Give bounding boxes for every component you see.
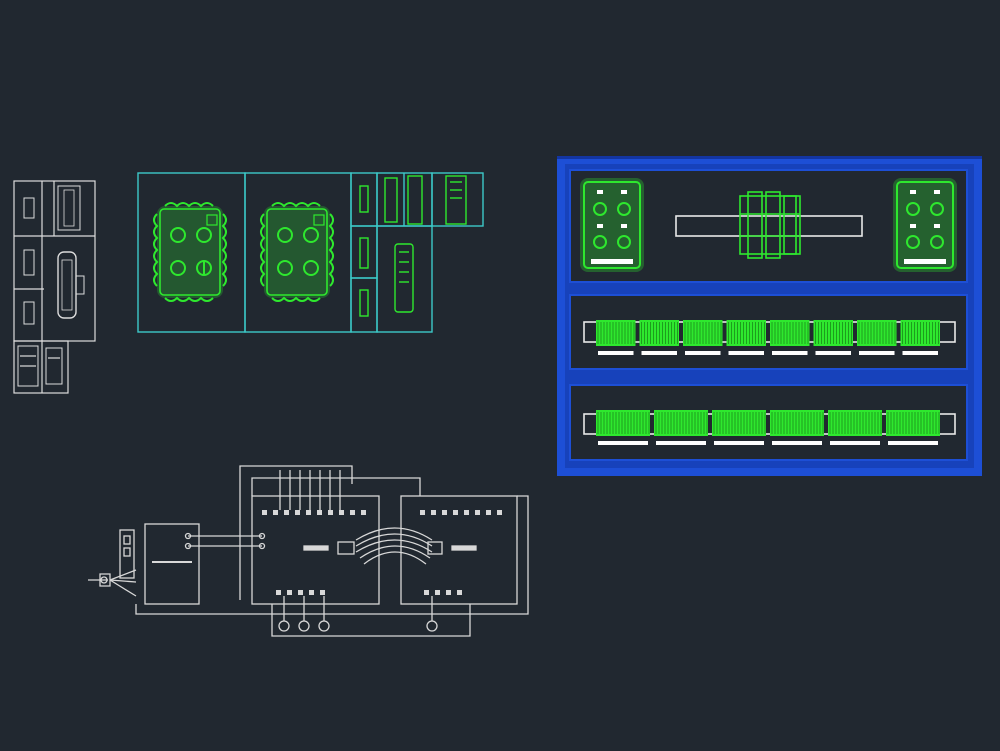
terminal-block-row-1 <box>596 320 940 355</box>
schematic-controller-a <box>251 495 380 605</box>
schematic-terminal <box>317 510 322 515</box>
schematic-terminal <box>475 510 480 515</box>
schematic-terminal <box>420 510 425 515</box>
schematic-terminal <box>309 590 314 595</box>
schematic-terminal <box>446 590 451 595</box>
schematic-terminal <box>486 510 491 515</box>
terminal-label-strip <box>728 351 764 355</box>
terminal-label-strip <box>685 351 721 355</box>
schematic-terminal <box>273 510 278 515</box>
schematic-terminal <box>457 590 462 595</box>
terminal-label-strip <box>772 441 822 445</box>
wiring-schematic-group <box>88 465 529 637</box>
terminal-label-strip <box>598 441 648 445</box>
schematic-terminal <box>287 590 292 595</box>
schematic-terminal <box>442 510 447 515</box>
terminal-label-strip <box>598 351 634 355</box>
terminal-block <box>770 410 824 436</box>
side-view-lower-frame <box>13 340 69 394</box>
panel-enclosure-right <box>893 178 957 272</box>
schematic-terminal <box>431 510 436 515</box>
schematic-terminal <box>464 510 469 515</box>
schematic-terminal <box>350 510 355 515</box>
terminal-block-row-2 <box>596 410 940 445</box>
enclosure-right <box>260 202 334 302</box>
terminal-label-strip <box>772 351 808 355</box>
din-rail-bottom <box>583 413 956 435</box>
din-rail-middle <box>583 321 956 343</box>
terminal-block <box>654 410 708 436</box>
schematic-terminal <box>262 510 267 515</box>
schematic-switch <box>119 529 135 579</box>
schematic-psu-box <box>144 523 200 605</box>
enclosure-views-group <box>137 172 484 333</box>
schematic-terminal <box>295 510 300 515</box>
panel-front-view-group <box>557 156 982 476</box>
schematic-terminal <box>339 510 344 515</box>
terminal-block <box>596 410 650 436</box>
schematic-terminal <box>284 510 289 515</box>
terminal-label-strip <box>888 441 938 445</box>
schematic-terminal <box>453 510 458 515</box>
schematic-terminal <box>328 510 333 515</box>
terminal-label-strip <box>830 441 880 445</box>
panel-center-module <box>739 191 801 259</box>
terminal-label-strip <box>714 441 764 445</box>
terminal-label-strip <box>859 351 895 355</box>
panel-section-top <box>569 169 968 283</box>
enclosure-left <box>153 202 227 302</box>
schematic-terminal <box>298 590 303 595</box>
terminal-label-strip <box>656 441 706 445</box>
schematic-terminal <box>320 590 325 595</box>
schematic-terminal <box>497 510 502 515</box>
terminal-block <box>828 410 882 436</box>
terminal-block <box>712 410 766 436</box>
schematic-terminal <box>276 590 281 595</box>
side-views-group <box>13 180 96 394</box>
panel-enclosure-left <box>580 178 644 272</box>
schematic-controller-b <box>400 495 518 605</box>
schematic-terminal <box>435 590 440 595</box>
schematic-terminal <box>361 510 366 515</box>
terminal-label-strip <box>815 351 851 355</box>
schematic-terminal <box>424 590 429 595</box>
terminal-label-strip <box>902 351 938 355</box>
schematic-terminal <box>306 510 311 515</box>
schematic-terminals <box>262 510 502 595</box>
terminal-label-strip <box>641 351 677 355</box>
terminal-block <box>886 410 940 436</box>
